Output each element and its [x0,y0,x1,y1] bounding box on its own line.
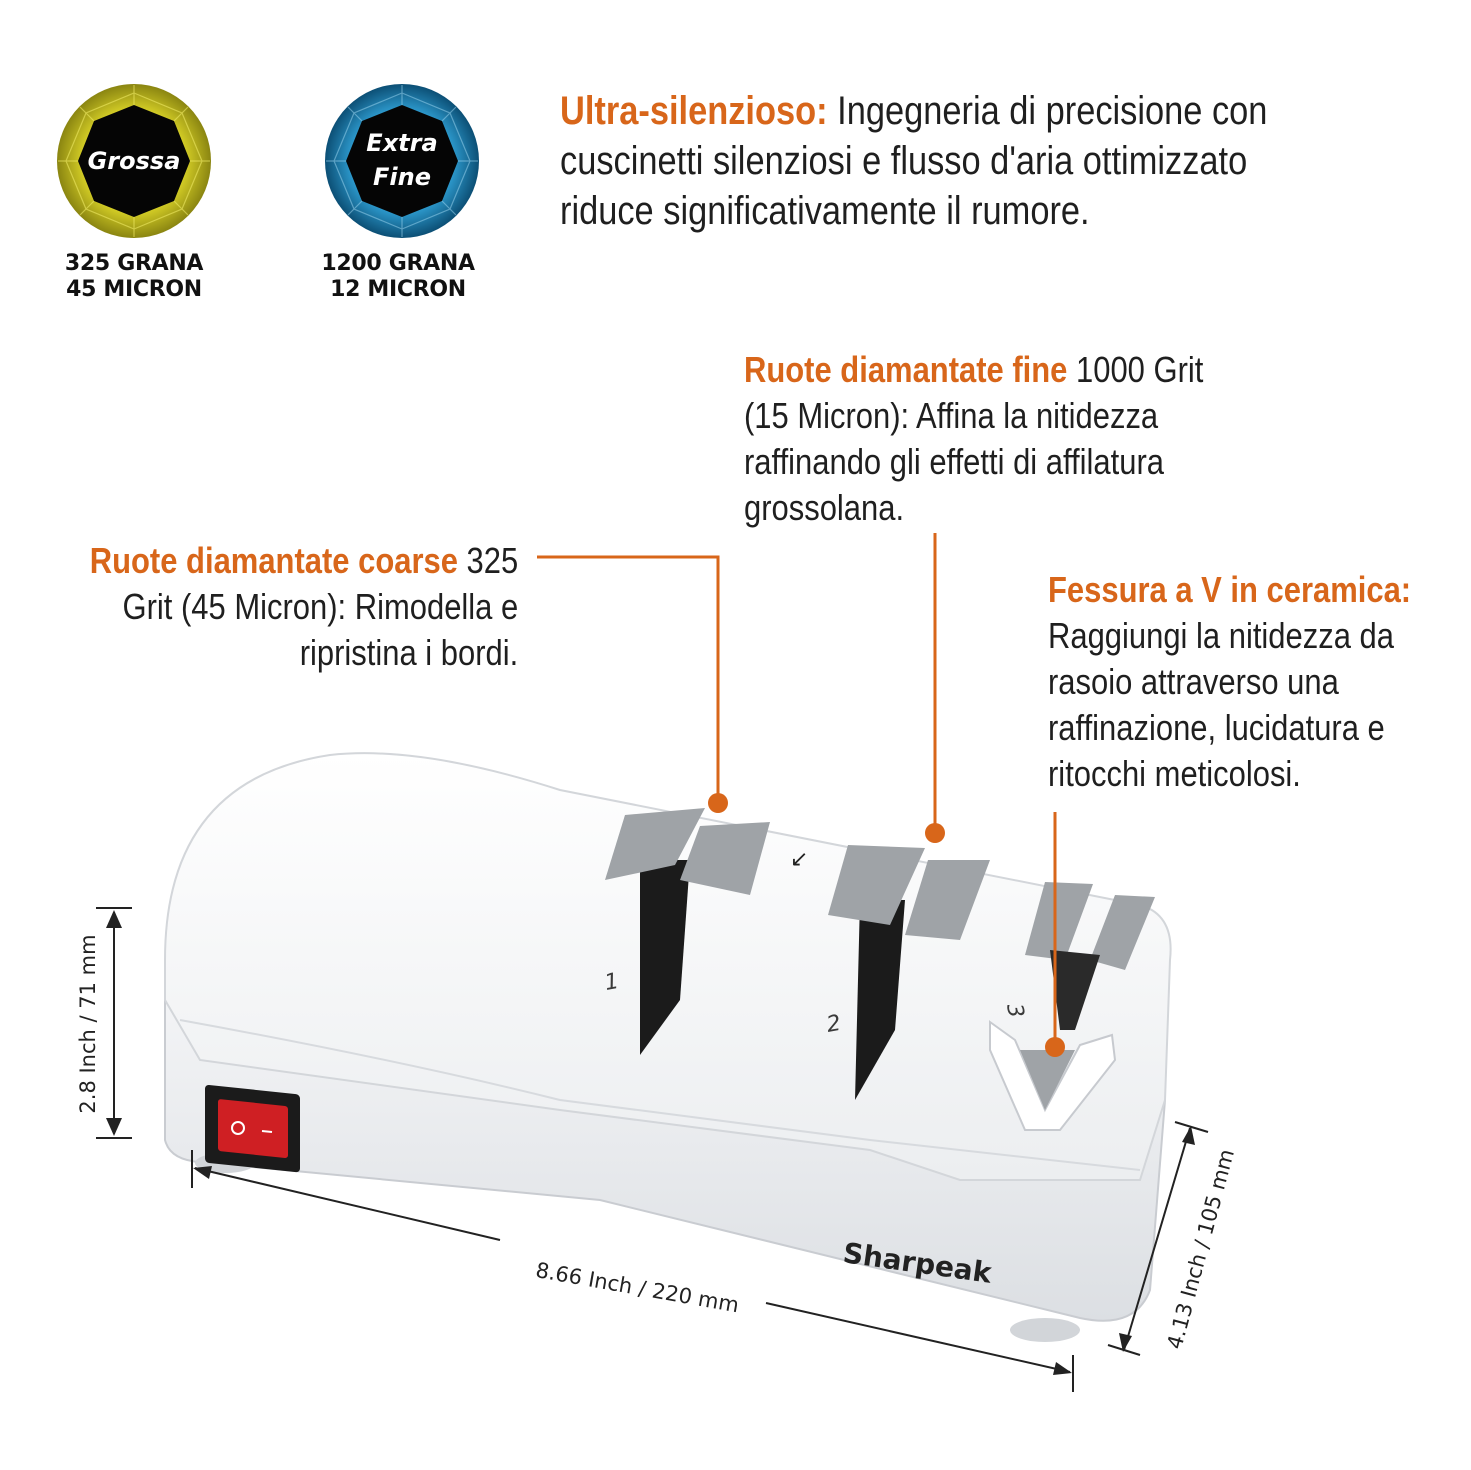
slot-1-coarse [605,808,770,1055]
coarse-grit-badge-icon: Grossa [57,84,211,238]
slot-number-2: 2 [825,1011,843,1038]
fine-highlight: Ruote diamantate fine [744,349,1068,390]
callout-dot-ceramic [1045,1037,1065,1057]
callout-dot-fine [925,823,945,843]
extra-fine-grit-badge-icon: Extra Fine [325,84,479,238]
badge-grossa-label: Grossa [88,147,181,175]
coarse-highlight: Ruote diamantate coarse [89,540,458,581]
slot-2-fine [828,845,990,1100]
power-switch [205,1084,300,1173]
direction-arrow-icon: ↙ [790,847,808,872]
badge-extra-label: Extra [366,129,437,157]
slot-number-3: 3 [1001,1002,1028,1020]
slot-number-1: 1 [603,969,621,996]
badge-fine-label: Fine [373,163,431,191]
dimension-lines [96,907,1209,1392]
silent-highlight: Ultra-silenzioso: [560,89,828,133]
slot-3-ceramic [989,882,1155,1131]
callout-lines [537,533,1057,1045]
coarse-grit-caption: 325 GRANA 45 MICRON [64,251,204,302]
ceramic-highlight: Fessura a V in ceramica: [1048,569,1412,610]
fine-wheels-text: Ruote diamantate fine 1000 Grit (15 Micr… [744,349,1204,528]
callout-dot-coarse [708,793,728,813]
extra-fine-grit-caption: 1200 GRANA 12 MICRON [321,251,475,302]
height-dimension-label: 2.8 Inch / 71 mm [76,934,100,1114]
ceramic-slot-text: Fessura a V in ceramica: Raggiungi la ni… [1048,569,1412,794]
silent-feature-text: Ultra-silenzioso: Ingegneria di precisio… [560,89,1268,233]
coarse-wheels-text: Ruote diamantate coarse 325 Grit (45 Mic… [89,540,518,673]
